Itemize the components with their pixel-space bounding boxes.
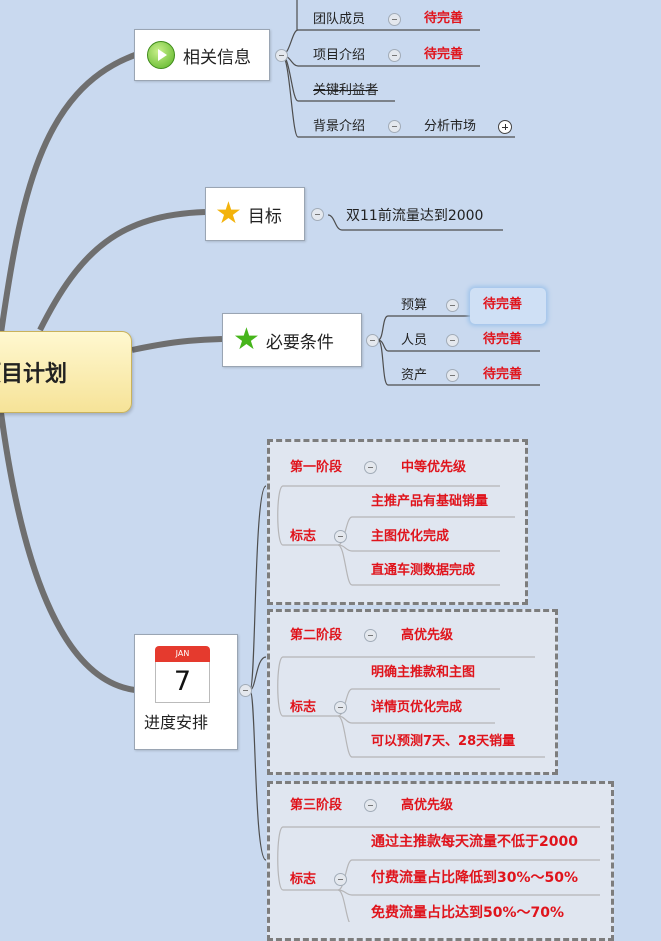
collapse-budget-button[interactable] <box>446 299 459 312</box>
topic-related-info-label: 相关信息 <box>183 47 251 68</box>
collapse-assets-button[interactable] <box>446 369 459 382</box>
subtopic-assets[interactable]: 资产 <box>401 368 428 383</box>
calendar-month: JAN <box>155 646 210 662</box>
stage-1-mark-2[interactable]: 主图优化完成 <box>371 529 450 544</box>
collapse-staff-button[interactable] <box>446 334 459 347</box>
collapse-related-info-button[interactable] <box>275 49 288 62</box>
subtopic-team-members[interactable]: 团队成员 <box>313 12 366 27</box>
play-icon <box>147 41 175 69</box>
topic-schedule-label: 进度安排 <box>144 713 209 732</box>
stage-1-priority[interactable]: 中等优先级 <box>401 460 467 475</box>
stage-1-mark-3[interactable]: 直通车测数据完成 <box>371 563 476 578</box>
stage-2-mark-1[interactable]: 明确主推款和主图 <box>371 665 476 680</box>
budget-todo[interactable]: 待完善 <box>483 297 523 312</box>
stage-2-mark-2[interactable]: 详情页优化完成 <box>371 700 463 715</box>
team-members-todo[interactable]: 待完善 <box>424 11 464 26</box>
stage-3-mark-2[interactable]: 付费流量占比降低到30%～50% <box>371 870 579 886</box>
stage-1-title[interactable]: 第一阶段 <box>290 460 343 475</box>
topic-goal-label: 目标 <box>247 206 282 227</box>
stage-1-boundary <box>267 439 528 605</box>
subtopic-market-analysis[interactable]: 分析市场 <box>424 119 477 134</box>
subtopic-goal-traffic[interactable]: 双11前流量达到2000 <box>346 208 484 224</box>
collapse-stage-2-marks-button[interactable] <box>334 701 347 714</box>
collapse-team-members-button[interactable] <box>388 13 401 26</box>
collapse-stage-1-marks-button[interactable] <box>334 530 347 543</box>
stage-1-marks-label[interactable]: 标志 <box>290 529 317 544</box>
star-green-icon: ★ <box>233 322 260 357</box>
staff-todo[interactable]: 待完善 <box>483 332 523 347</box>
stage-2-title[interactable]: 第二阶段 <box>290 628 343 643</box>
subtopic-key-stakeholders[interactable]: 关键利益者 <box>313 83 379 98</box>
collapse-stage-2-button[interactable] <box>364 629 377 642</box>
subtopic-budget[interactable]: 预算 <box>401 298 428 313</box>
topic-conditions[interactable]: ★ 必要条件 <box>222 313 362 367</box>
subtopic-staff[interactable]: 人员 <box>401 333 428 348</box>
subtopic-background[interactable]: 背景介绍 <box>313 119 366 134</box>
stage-3-mark-3[interactable]: 免费流量占比达到50%～70% <box>371 905 565 921</box>
collapse-project-intro-button[interactable] <box>388 49 401 62</box>
collapse-stage-1-button[interactable] <box>364 461 377 474</box>
collapse-goal-button[interactable] <box>311 208 324 221</box>
collapse-background-button[interactable] <box>388 120 401 133</box>
subtopic-project-intro[interactable]: 项目介绍 <box>313 48 366 63</box>
topic-goal[interactable]: ★ 目标 <box>205 187 305 241</box>
collapse-schedule-button[interactable] <box>239 684 252 697</box>
project-intro-todo[interactable]: 待完善 <box>424 47 464 62</box>
stage-2-mark-3[interactable]: 可以预测7天、28天销量 <box>371 734 516 749</box>
stage-3-marks-label[interactable]: 标志 <box>290 872 317 887</box>
stage-3-boundary <box>267 781 614 941</box>
assets-todo[interactable]: 待完善 <box>483 367 523 382</box>
stage-3-mark-1[interactable]: 通过主推款每天流量不低于2000 <box>371 834 578 850</box>
stage-3-priority[interactable]: 高优先级 <box>401 798 454 813</box>
mindmap-canvas: 项目计划 相关信息 团队成员 待完善 项目介绍 待完善 关键利益者 背景介绍 分… <box>0 0 614 941</box>
topic-related-info[interactable]: 相关信息 <box>134 29 270 81</box>
root-label: 项目计划 <box>0 362 68 387</box>
star-orange-icon: ★ <box>215 196 242 231</box>
collapse-stage-3-marks-button[interactable] <box>334 873 347 886</box>
expand-market-analysis-button[interactable] <box>498 120 512 134</box>
stage-3-title[interactable]: 第三阶段 <box>290 798 343 813</box>
stage-2-priority[interactable]: 高优先级 <box>401 628 454 643</box>
stage-2-boundary <box>267 609 558 775</box>
stage-1-mark-1[interactable]: 主推产品有基础销量 <box>371 494 489 509</box>
selection-highlight <box>470 288 546 324</box>
calendar-day: 7 <box>155 662 210 703</box>
root-node[interactable]: 项目计划 <box>0 331 132 413</box>
topic-conditions-label: 必要条件 <box>265 332 334 353</box>
collapse-stage-3-button[interactable] <box>364 799 377 812</box>
calendar-icon: JAN 7 <box>155 646 210 703</box>
collapse-conditions-button[interactable] <box>366 334 379 347</box>
stage-2-marks-label[interactable]: 标志 <box>290 700 317 715</box>
